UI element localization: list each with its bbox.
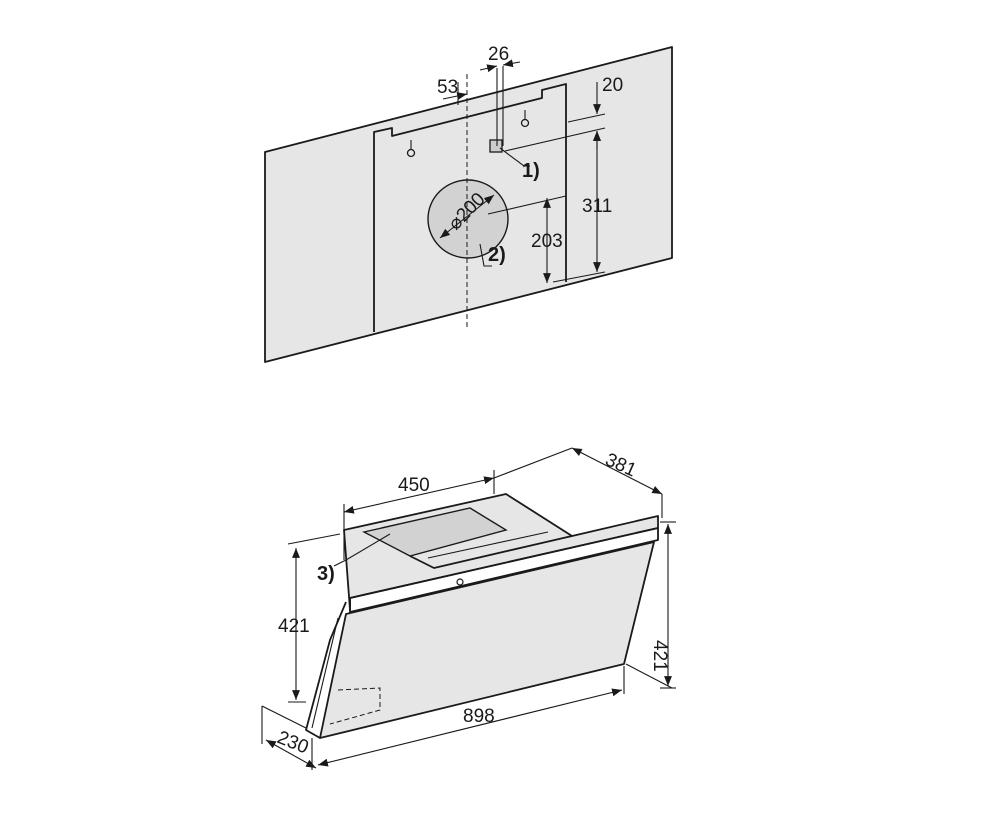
callout-1: 1) xyxy=(522,160,540,182)
callout-3: 3) xyxy=(317,563,335,585)
hood-side-profile xyxy=(305,601,347,739)
control-panel xyxy=(361,507,508,557)
dim-53-label: 53 xyxy=(437,77,458,98)
keyhole-icon xyxy=(520,110,530,128)
cable-opening xyxy=(489,139,503,153)
dim-421-right-label: 421 xyxy=(649,640,670,672)
dim-20-label: 20 xyxy=(602,75,623,96)
hood-front-frame xyxy=(349,527,659,613)
dim-450-label: 450 xyxy=(398,475,430,496)
dim-311-label: 311 xyxy=(582,196,612,217)
dim-381-label: 381 xyxy=(602,449,640,481)
wall-mounting-view: ⌀200 26 53 20 311 203 1) 2) xyxy=(264,44,673,363)
knob-icon xyxy=(456,578,464,586)
dim-203-label: 203 xyxy=(531,231,563,252)
dim-26-label: 26 xyxy=(488,44,509,65)
callout-2: 2) xyxy=(488,244,506,266)
hood-view: 450 381 421 421 898 230 3) xyxy=(261,447,676,770)
dim-421-left-label: 421 xyxy=(278,616,310,637)
keyhole-icon xyxy=(406,140,416,158)
dim-230-label: 230 xyxy=(274,727,311,758)
dim-898-label: 898 xyxy=(463,706,495,727)
